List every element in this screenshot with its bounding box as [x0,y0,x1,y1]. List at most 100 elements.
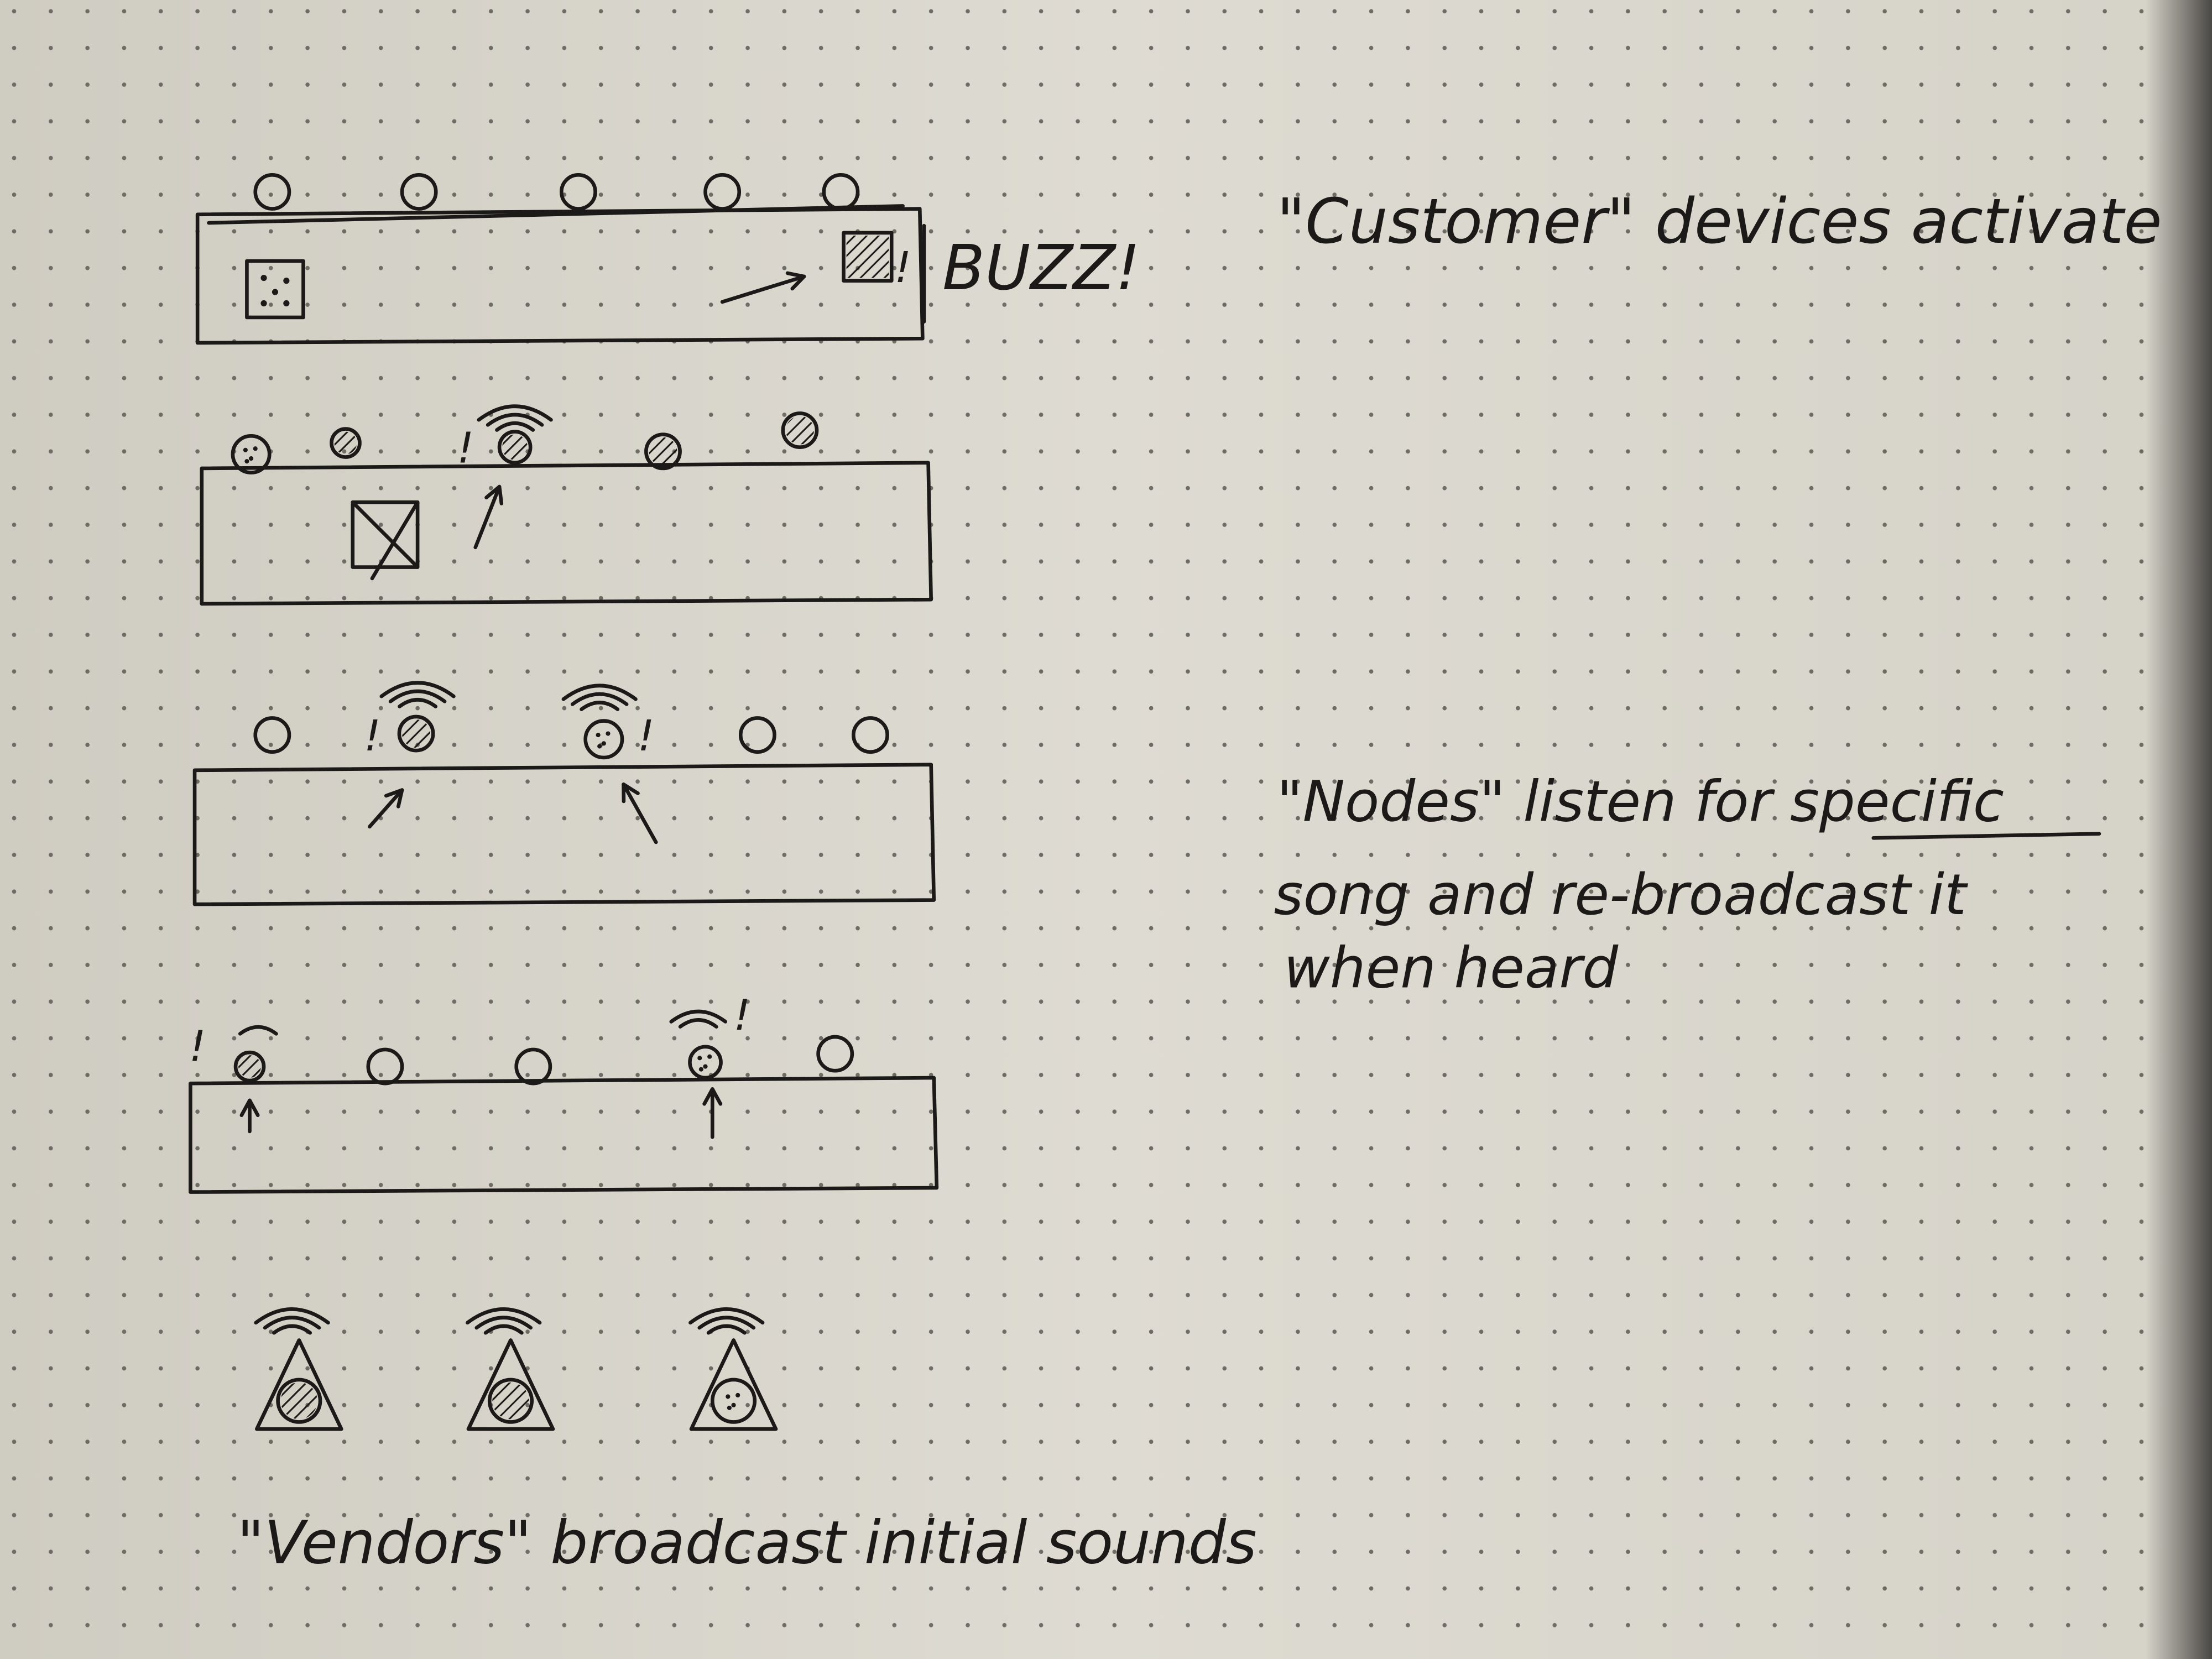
crossed-square-icon [351,500,420,569]
sound-waves-icon [272,1324,312,1335]
device-circle [559,173,597,211]
speckle [244,459,249,464]
vendor-triangle-icon [466,1338,555,1431]
hatched-device [487,1378,534,1424]
specific-underline [1871,832,2101,840]
dice-pip [260,300,267,307]
speckle [253,446,258,451]
sound-waves-icon [561,684,638,701]
hatch-fill [280,1383,317,1420]
arrow-icon [622,782,658,844]
hatched-device [644,432,682,471]
arrow-head [622,782,640,804]
device-circle [253,173,291,211]
arrow-head [702,1087,723,1106]
sound-waves-icon [495,421,535,432]
arrow-icon [368,788,404,829]
sound-waves-icon [238,1025,278,1036]
device-circle [852,716,889,754]
exclamation-mark: ! [638,712,655,761]
dice-pip [260,274,267,281]
device-circle [688,1045,723,1080]
plain-device [738,716,776,754]
nodes-caption-line-2: song and re-broadcast it [1274,862,1969,928]
sound-waves-icon [263,1316,321,1330]
hatch-fill [238,1055,261,1078]
hatch-fill [334,431,357,455]
dice-pip [272,289,279,295]
arrow-head [384,788,404,808]
speckle [698,1067,703,1072]
sound-waves-icon [474,1316,533,1330]
hatched-device [276,1378,322,1424]
sound-waves-icon [483,1324,524,1335]
scene-3-bar [192,763,936,906]
arrow-head [785,271,806,291]
device-circle [738,716,776,754]
nodes-caption-emphasis: specific [1790,769,2004,835]
device-circle [366,1047,404,1086]
vendor-triangle-icon [689,1338,778,1431]
diagram-drawings: !!!!!! [189,173,939,1431]
exclamation-mark: ! [894,243,911,293]
speckle [731,1402,736,1407]
sound-waves-icon [477,404,553,422]
speckle [727,1405,732,1410]
speckle [703,1064,708,1069]
sound-waves-icon [678,1018,718,1029]
device-circle [497,430,533,465]
plain-device [366,1047,404,1086]
nodes-caption-line-1: "Nodes" listen for specific [1277,769,2004,835]
customer-caption: "Customer" devices activate [1277,186,2162,258]
vendor-triangle-icon [254,1338,343,1431]
hatch-fill [402,719,431,748]
plain-device [253,173,291,211]
hatch-fill [492,1383,529,1420]
speckle [601,741,606,746]
hatched-device [781,411,819,449]
sound-waves-icon [706,1324,747,1335]
dotted-device [583,719,624,760]
exclamation-mark: ! [364,712,381,761]
dice-square-icon [245,259,305,320]
nodes-caption-pre: "Nodes" listen for [1277,769,1790,835]
cross-line [370,500,420,581]
device-circle [330,427,362,459]
arrow-head [484,484,504,505]
cross-line [351,500,420,569]
nodes-caption-line-3: when heard [1284,936,1619,1001]
device-circle [400,173,438,211]
sound-waves-icon [466,1307,542,1325]
device-circle [644,432,682,471]
hatched-device [330,427,362,459]
device-circle [233,1050,266,1083]
buzz-label: BUZZ! [942,232,1140,304]
dice-pip [283,300,290,307]
hatched-device [497,430,533,465]
speckle [243,447,248,452]
sound-waves-icon [580,701,620,711]
hatch-fill [846,236,889,278]
speckle [248,456,254,461]
scene-1-top-line [207,204,905,225]
plain-device [816,1035,854,1073]
plain-device [400,173,438,211]
device-circle [397,714,435,753]
device-circle [583,719,624,760]
speckle [596,733,601,738]
hatch-fill [785,416,814,445]
device-circle [710,1378,757,1424]
sound-waves-icon [486,413,544,427]
speckle [726,1394,731,1399]
plain-device [852,716,889,754]
device-circle [514,1047,552,1086]
speckle [597,744,602,749]
hatched-device [233,1050,266,1083]
arrow-icon [473,484,502,550]
dotted-device [710,1378,757,1424]
sound-waves-icon [379,681,456,698]
device-circle [253,716,291,754]
hatch-fill [649,437,677,466]
